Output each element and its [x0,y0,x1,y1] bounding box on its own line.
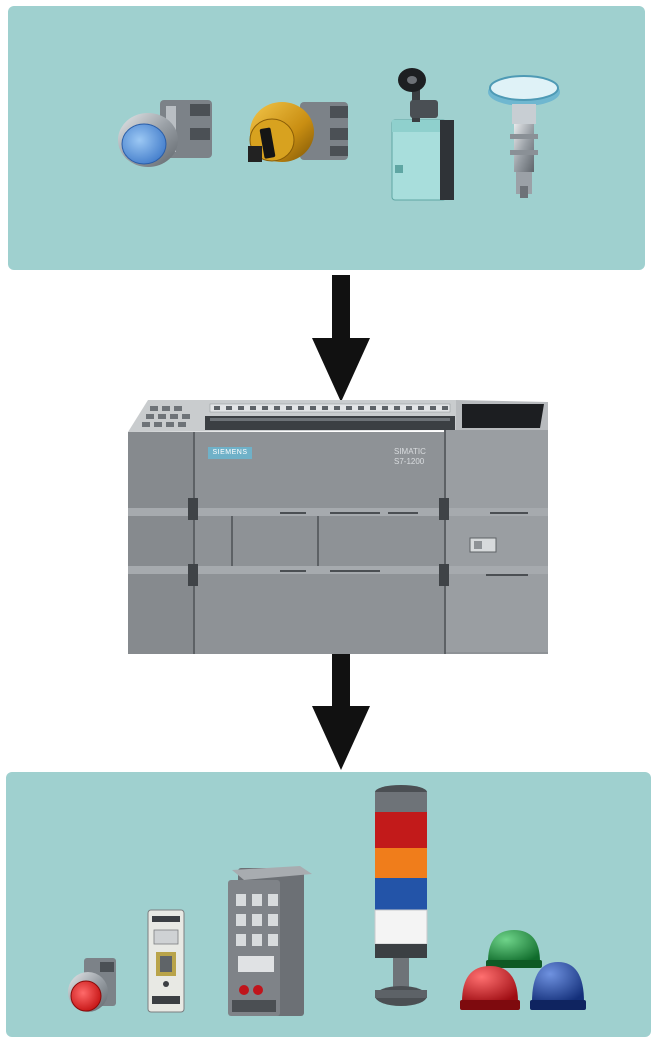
plc-controller [128,400,548,654]
arrow-plc-to-outputs [312,642,370,770]
relay-module-icon [148,910,184,1012]
stack-light-icon [375,785,427,1006]
proximity-sensor-icon [488,76,560,198]
beacon-group-icon [460,930,586,1010]
contactor-icon [228,866,312,1016]
pushbutton-red-icon [68,958,116,1012]
plc-model-line2: S7-1200 [394,457,442,467]
arrow-inputs-to-plc [312,275,370,402]
plc-brand-label: SIEMENS [208,447,252,459]
pushbutton-blue-icon [118,100,212,167]
plc-model-line1: SIMATIC [394,447,442,457]
limit-switch-icon [392,68,454,200]
plc-model-label: SIMATIC S7-1200 [394,447,442,467]
selector-switch-icon [248,102,348,162]
